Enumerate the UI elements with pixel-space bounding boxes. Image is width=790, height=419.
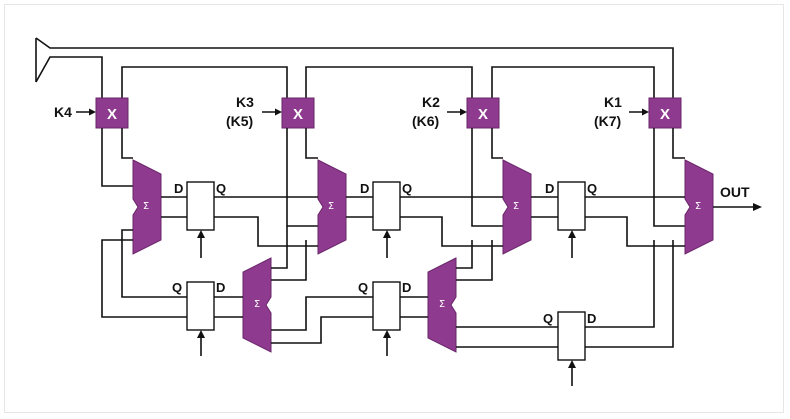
output-label: OUT xyxy=(720,184,750,200)
svg-text:D: D xyxy=(360,181,369,196)
adder-upper-2: Σ xyxy=(317,159,347,255)
coefficient-labels: K4 K3 (K5) K2 (K6) K1 (K7) xyxy=(54,94,622,129)
svg-text:Q: Q xyxy=(587,181,597,196)
svg-text:Σ: Σ xyxy=(513,201,519,212)
label-k1: K1 xyxy=(604,94,622,110)
flipflop-lower-1: Q D xyxy=(172,280,225,356)
label-k5: (K5) xyxy=(226,113,253,129)
svg-text:D: D xyxy=(216,280,225,295)
svg-text:X: X xyxy=(660,106,670,123)
label-k3: K3 xyxy=(236,94,254,110)
flipflop-lower-2: Q D xyxy=(358,280,411,356)
multiplier-1: X xyxy=(95,97,129,129)
label-k6: (K6) xyxy=(412,113,439,129)
svg-text:X: X xyxy=(478,106,488,123)
adder-upper-3: Σ xyxy=(502,159,532,255)
multiplier-3: X xyxy=(466,97,500,129)
svg-text:Σ: Σ xyxy=(328,201,334,212)
svg-text:Q: Q xyxy=(543,311,553,326)
svg-text:D: D xyxy=(402,280,411,295)
multiplier-4: X xyxy=(648,97,682,129)
coefficient-arrows xyxy=(76,108,649,116)
upper-pipeline-wires xyxy=(161,196,685,247)
adder-lower-2: Σ xyxy=(427,257,457,353)
flipflop-upper-1: D Q xyxy=(174,181,226,258)
svg-text:D: D xyxy=(545,181,554,196)
flipflop-upper-3: D Q xyxy=(545,181,597,258)
output-line: OUT xyxy=(713,184,762,211)
label-k4: K4 xyxy=(54,104,72,120)
svg-text:Q: Q xyxy=(172,280,182,295)
adder-lower-1: Σ xyxy=(242,257,272,353)
svg-text:D: D xyxy=(174,181,183,196)
adder-upper-1: Σ xyxy=(132,159,162,255)
svg-text:Q: Q xyxy=(402,181,412,196)
svg-text:X: X xyxy=(293,106,303,123)
svg-text:Q: Q xyxy=(358,280,368,295)
label-k7: (K7) xyxy=(594,113,621,129)
svg-text:Q: Q xyxy=(216,181,226,196)
svg-text:D: D xyxy=(587,311,596,326)
input-bus xyxy=(35,37,674,98)
svg-text:Σ: Σ xyxy=(143,201,149,212)
adder-output: Σ xyxy=(684,159,714,255)
svg-text:Σ: Σ xyxy=(254,299,260,310)
svg-text:Σ: Σ xyxy=(695,201,701,212)
lower-pipeline-wires xyxy=(101,226,674,348)
multiplier-2: X xyxy=(281,97,315,129)
svg-text:Σ: Σ xyxy=(439,299,445,310)
svg-text:X: X xyxy=(107,106,117,123)
flipflop-upper-2: D Q xyxy=(360,181,412,258)
label-k2: K2 xyxy=(422,94,440,110)
flipflop-lower-3: Q D xyxy=(543,311,596,386)
